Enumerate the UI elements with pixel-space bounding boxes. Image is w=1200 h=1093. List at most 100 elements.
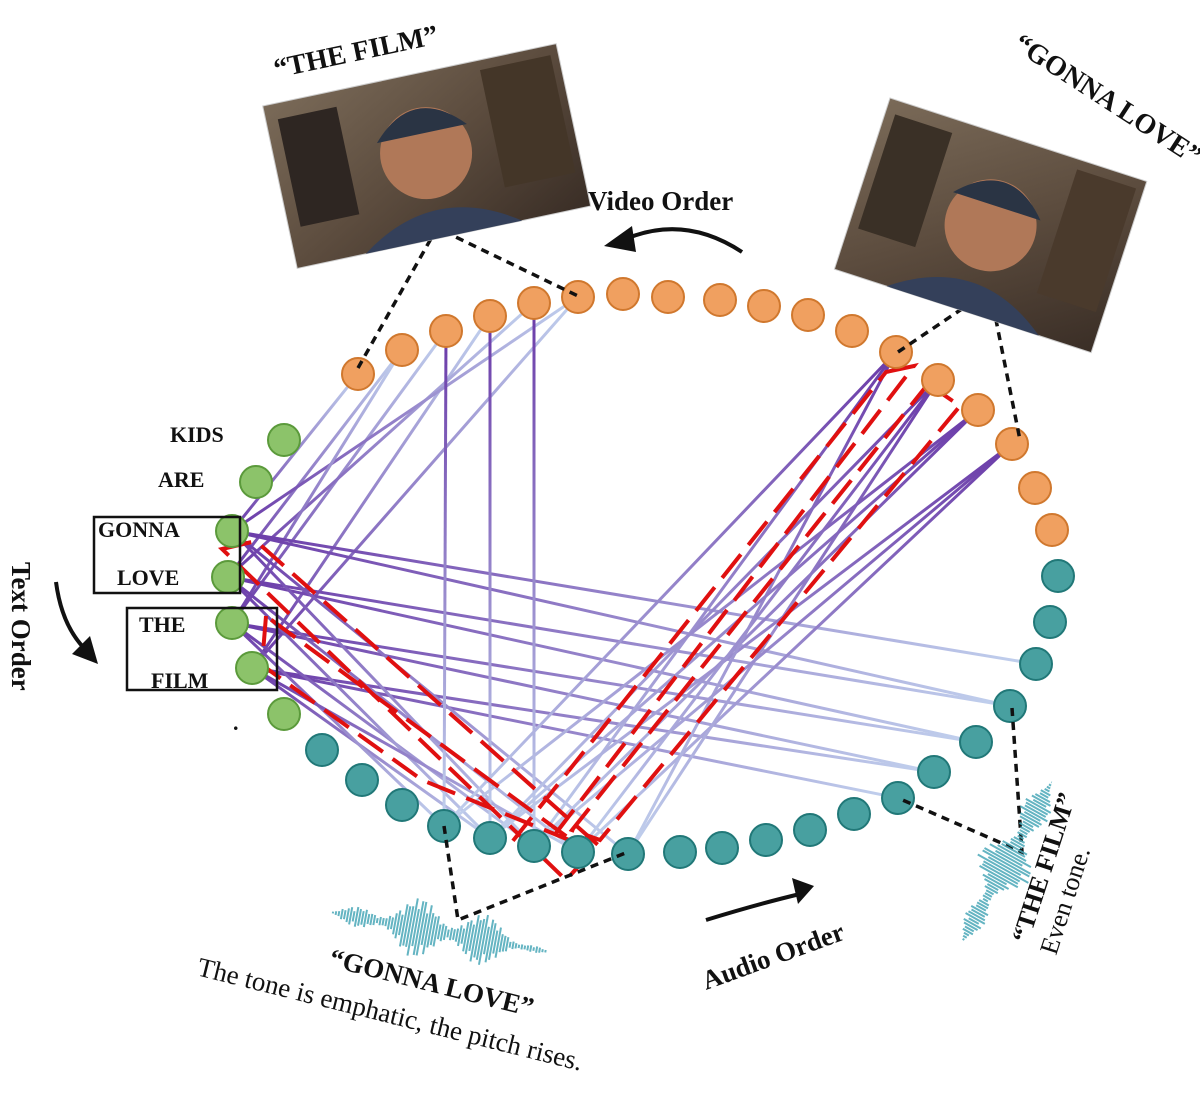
waveform-bar xyxy=(526,945,530,951)
waveform-bar xyxy=(1032,798,1047,808)
connection-line xyxy=(489,442,1013,840)
connection-line xyxy=(576,442,1014,854)
audio-node xyxy=(561,835,595,869)
audio-node xyxy=(517,829,551,863)
waveform-bar xyxy=(420,913,429,946)
waveform-bar xyxy=(484,919,495,963)
waveform-bar xyxy=(1025,798,1052,814)
audio-order-arrowhead-icon xyxy=(792,878,814,904)
waveform-bar xyxy=(977,853,1029,884)
waveform-bar xyxy=(1048,783,1052,787)
waveform-bar xyxy=(498,933,504,953)
waveform-bar xyxy=(965,912,986,925)
waveform-bar xyxy=(968,917,980,925)
waveform-bar xyxy=(402,906,412,946)
waveform-bar xyxy=(342,910,347,920)
text-node xyxy=(235,651,269,685)
connection-line xyxy=(488,378,940,840)
waveform-bar xyxy=(989,843,1032,868)
audio-node xyxy=(993,689,1027,723)
waveform-bar xyxy=(987,873,1008,886)
waveform-bar xyxy=(492,930,499,954)
audio-node xyxy=(917,755,951,789)
audio-order-arrow-icon xyxy=(705,892,801,922)
text-node xyxy=(215,606,249,640)
waveform-bar xyxy=(381,917,385,926)
video-node xyxy=(385,333,419,367)
cap-icon xyxy=(953,180,1041,221)
audio-node xyxy=(749,823,783,857)
waveform-bar xyxy=(982,849,1030,878)
video-node xyxy=(791,298,825,332)
waveform-bar xyxy=(984,878,1005,891)
waveform-bar xyxy=(511,941,515,950)
waveform-bar xyxy=(1039,792,1049,799)
video-node xyxy=(517,286,551,320)
connection-line xyxy=(231,529,1037,666)
text-words: KIDS ARE GONNA LOVE THE FILM . xyxy=(98,422,239,735)
shelf-left-icon xyxy=(858,114,953,248)
waveform-bar xyxy=(426,912,435,948)
video-node xyxy=(703,283,737,317)
text-node xyxy=(239,465,273,499)
waveform-bar xyxy=(392,913,398,935)
waveform-bar xyxy=(378,916,382,926)
word-box-gonna-love xyxy=(92,515,242,595)
word-love: LOVE xyxy=(117,565,179,590)
video-node xyxy=(879,335,913,369)
waveform-bar xyxy=(1022,820,1034,828)
video-node xyxy=(473,299,507,333)
shelf-right-icon xyxy=(479,55,576,188)
stray-mark: . xyxy=(233,710,239,735)
video-node xyxy=(995,427,1029,461)
waveform-bar xyxy=(351,911,356,922)
callout-audio-left xyxy=(442,825,629,923)
audio-node xyxy=(1033,605,1067,639)
waveform-bar xyxy=(372,914,377,926)
video-order-arrowhead-icon xyxy=(604,226,636,252)
waveform-bar xyxy=(452,929,456,941)
audio-order-label: Audio Order xyxy=(698,916,849,995)
waveform-bar xyxy=(501,935,507,952)
waveform-bar xyxy=(541,948,544,953)
audio-node xyxy=(705,831,739,865)
waveform-bar xyxy=(987,856,1022,877)
word-box-the-film xyxy=(125,606,279,692)
waveform-bar xyxy=(339,908,344,920)
waveform-bar xyxy=(475,918,486,960)
waveform-bar xyxy=(985,889,995,896)
video-node xyxy=(561,280,595,314)
connection-line xyxy=(226,301,536,579)
video-order-arrow-icon xyxy=(627,227,744,254)
highlight-box-gonna-love xyxy=(217,538,601,883)
word-gonna: GONNA xyxy=(98,517,180,542)
waveform-icon xyxy=(331,898,547,965)
highlight-box-video-the-film xyxy=(568,381,963,843)
waveform-bar xyxy=(337,910,341,917)
waveform-bar xyxy=(454,928,460,942)
waveform-bar xyxy=(508,941,512,948)
waveform-bar xyxy=(975,904,987,912)
waveform-bar xyxy=(442,925,448,941)
connection-line xyxy=(231,529,629,856)
waveform-bar xyxy=(406,898,419,956)
waveform-bar xyxy=(369,913,374,926)
connection-line xyxy=(231,529,1011,708)
waveform-bar xyxy=(345,908,350,923)
waveform-bar xyxy=(984,847,1031,875)
waveform-bar xyxy=(398,904,409,947)
connection-line xyxy=(576,379,940,853)
waveform-bar xyxy=(976,901,989,910)
waveform-bar xyxy=(362,909,368,928)
waveform-bar xyxy=(532,947,535,952)
waveform-bar xyxy=(1001,843,1026,858)
video-node xyxy=(921,363,955,397)
waveform-bar xyxy=(981,863,1019,885)
waveform-bar xyxy=(1025,801,1049,816)
waveform-bar xyxy=(984,892,993,898)
waveform-bar xyxy=(514,942,518,949)
video-node xyxy=(341,357,375,391)
waveform-bar xyxy=(411,908,420,947)
video-node xyxy=(835,314,869,348)
connection-line xyxy=(442,350,898,828)
